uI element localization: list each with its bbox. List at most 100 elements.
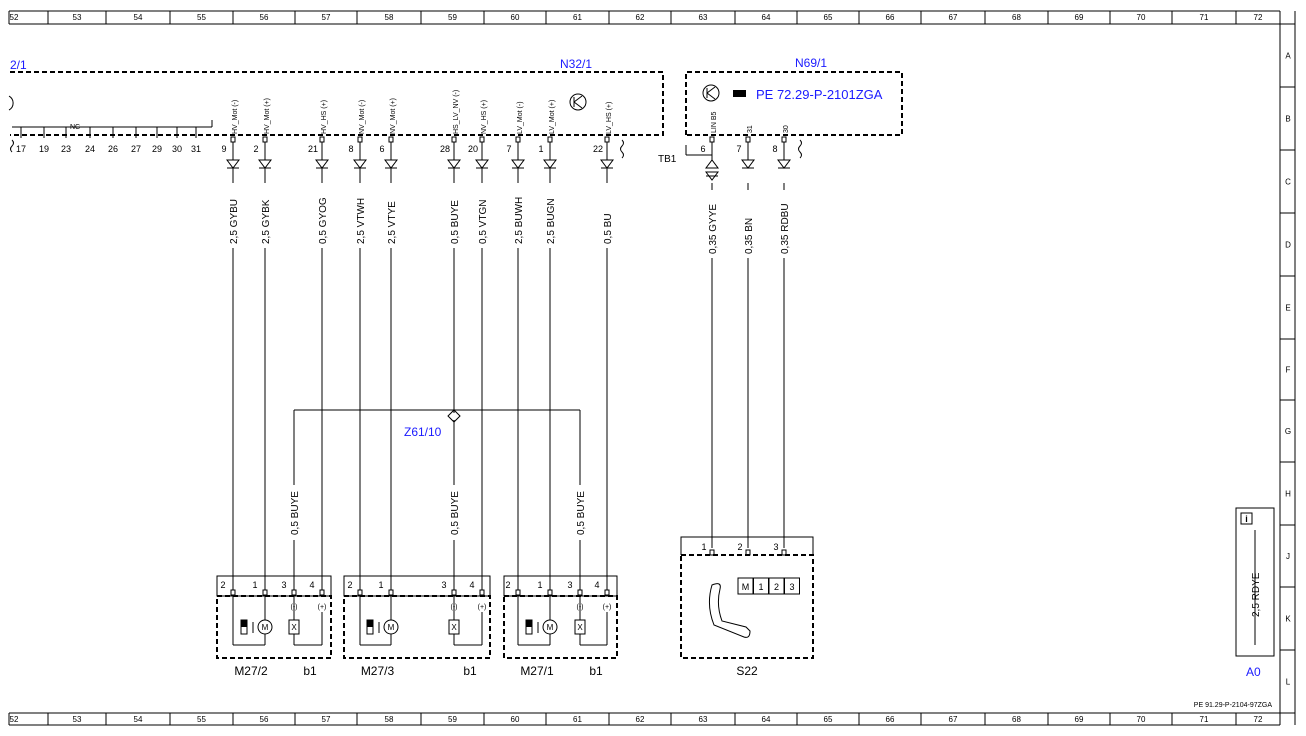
component-pin-number: 2 <box>220 580 225 590</box>
splice-label: Z61/10 <box>404 425 442 439</box>
splice-wire-label: 0,5 BUYE <box>576 491 587 535</box>
grid-column-label-top: 69 <box>1075 13 1084 22</box>
component-box <box>343 595 491 659</box>
transistor-icon-c <box>706 86 716 94</box>
n32-pin-signal-label: HV_Mot (+) <box>264 98 271 134</box>
switch-icon-fill <box>367 620 373 627</box>
n69-pin-number: 8 <box>772 144 777 154</box>
motor-icon-label: M <box>547 623 554 632</box>
component-pin-terminal <box>230 589 236 596</box>
component-label: M27/1 <box>520 664 554 678</box>
polarity-minus: (-) <box>577 604 584 611</box>
wire-color-label: 2,5 BUWH <box>514 197 525 244</box>
connector-arrow <box>258 159 272 169</box>
component-pin-number: 3 <box>281 580 286 590</box>
transistor-icon <box>569 93 587 111</box>
n32-pin-signal-label: NV_HS (+) <box>481 100 488 134</box>
grid-column-label-top: 66 <box>886 13 895 22</box>
a0-wire-label: 2,5 RDYE <box>1251 572 1262 617</box>
pointing-hand-icon <box>733 90 746 97</box>
n69-pin-signal-label: 31 <box>747 125 754 133</box>
grid-row-label: B <box>1285 115 1290 124</box>
break-symbol <box>798 139 802 159</box>
grid-row-label: A <box>1285 52 1291 61</box>
n32-pin-signal-label: NV_Mot (+) <box>390 98 397 134</box>
grid-column-label-bottom: 72 <box>1254 715 1263 724</box>
component-pin-number: 1 <box>252 580 257 590</box>
n32-pin-number: 7 <box>506 144 511 154</box>
grid-column-label-top: 72 <box>1254 13 1263 22</box>
partial-transistor-icon <box>8 95 14 111</box>
s22-pin-number: 2 <box>737 542 742 552</box>
component-pin-terminal <box>547 589 553 596</box>
component-sub-label: b1 <box>463 664 477 678</box>
sensor-icon-label: X <box>451 623 457 632</box>
grid-column-label-top: 56 <box>260 13 269 22</box>
footer-reference: PE 91.29-P-2104-97ZGA <box>1194 702 1273 709</box>
component-label: M27/3 <box>361 664 395 678</box>
component-box <box>503 595 618 659</box>
transistor-icon-e <box>573 101 583 109</box>
tb1-label: TB1 <box>658 154 677 165</box>
component-pin-terminal <box>357 589 363 596</box>
n32-pin-terminal <box>262 136 268 143</box>
wire-color-label: 2,5 VTYE <box>387 201 398 244</box>
connector-arrow <box>511 159 525 169</box>
n69-box <box>685 71 903 136</box>
grid-column-label-top: 54 <box>134 13 143 22</box>
grid-row-label: G <box>1285 427 1291 436</box>
diagram-frame: 5252535354545555565657575858595960606161… <box>8 10 1296 726</box>
component-pin-terminal <box>577 589 583 596</box>
switch-icon-fill <box>526 620 532 627</box>
grid-column-label-top: 52 <box>10 13 19 22</box>
s22-pin-terminal <box>745 549 751 556</box>
grid-column-label-bottom: 52 <box>10 715 19 724</box>
wire-color-label: 0,5 VTGN <box>478 200 489 244</box>
component-pin-terminal <box>451 589 457 596</box>
component-pin-number: 4 <box>469 580 474 590</box>
grid-column-label-bottom: 65 <box>824 715 833 724</box>
seat-icon <box>708 583 751 638</box>
grid-column-label-bottom: 55 <box>197 715 206 724</box>
n32-pin-signal-label: NV_Mot (-) <box>359 100 366 134</box>
n32-pin-number: 9 <box>221 144 226 154</box>
wire-color-label: 0,35 RDBU <box>780 203 791 254</box>
transistor-icon <box>702 84 720 102</box>
s22-button-label: 1 <box>758 582 763 592</box>
polarity-minus: (-) <box>451 604 458 611</box>
splice-node <box>447 409 461 423</box>
s22-pin-number: 1 <box>701 542 706 552</box>
component-pin-terminal <box>262 589 268 596</box>
transistor-icon-c <box>573 95 583 103</box>
grid-row-label: E <box>1285 304 1290 313</box>
component-pin-number: 4 <box>594 580 599 590</box>
n32-pin-terminal <box>479 136 485 143</box>
nc-pin-number: 23 <box>61 144 71 154</box>
nc-pin-number: 31 <box>191 144 201 154</box>
grid-row-label: J <box>1286 552 1290 561</box>
a0-box <box>1235 507 1275 657</box>
polarity-plus: (+) <box>318 604 327 611</box>
info-icon-label: i <box>1245 514 1248 524</box>
grid-column-label-bottom: 68 <box>1012 715 1021 724</box>
n32-pin-terminal <box>515 136 521 143</box>
grid-column-label-bottom: 66 <box>886 715 895 724</box>
grid-column-label-top: 62 <box>636 13 645 22</box>
grid-column-label-bottom: 53 <box>73 715 82 724</box>
nc-pin-number: 29 <box>152 144 162 154</box>
component-pin-number: 2 <box>347 580 352 590</box>
s22-button-label: M <box>742 582 750 592</box>
connector-arrow <box>384 159 398 169</box>
grid-column-label-bottom: 69 <box>1075 715 1084 724</box>
n32-pin-number: 21 <box>308 144 318 154</box>
grid-row-label: H <box>1285 490 1291 499</box>
break-symbol-left <box>10 139 14 153</box>
n32-pin-terminal <box>230 136 236 143</box>
wire-color-label: 2,5 GYBK <box>261 199 272 244</box>
n32-pin-number: 20 <box>468 144 478 154</box>
switch-icon-fill <box>241 620 247 627</box>
